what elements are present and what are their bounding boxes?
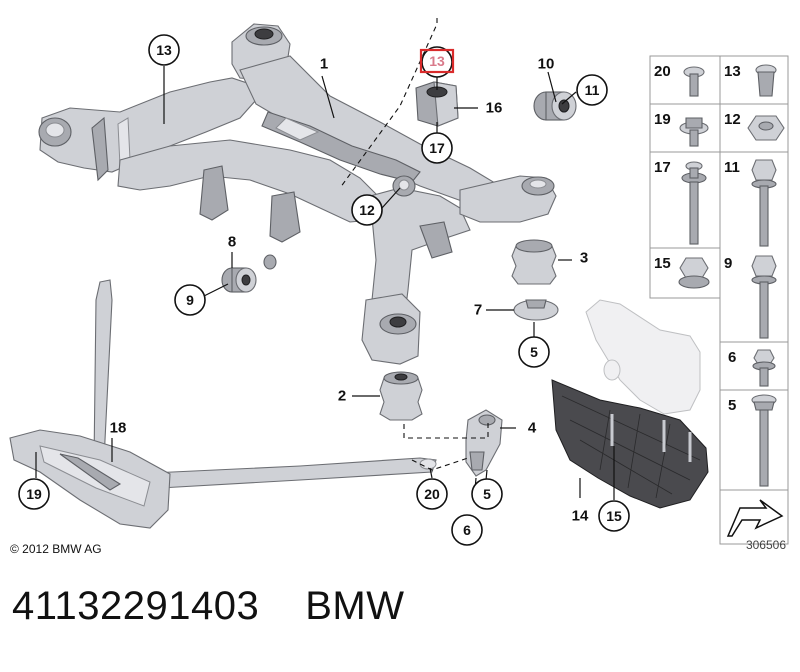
sleeve-nut-icon xyxy=(755,64,777,97)
callout-13-frame: 13 xyxy=(148,34,180,66)
ghost-trailing-arm xyxy=(585,299,701,415)
callout-5-right: 5 xyxy=(518,336,550,368)
svg-text:20: 20 xyxy=(654,63,671,80)
label-18: 18 xyxy=(110,420,127,437)
svg-text:15: 15 xyxy=(606,508,622,524)
hw-cell-9: 9 xyxy=(724,255,777,339)
svg-text:11: 11 xyxy=(724,159,740,176)
bushing-10 xyxy=(533,91,577,121)
hex-bolt-extra-long-icon xyxy=(751,255,777,339)
svg-text:6: 6 xyxy=(463,522,471,538)
reinforcement-plate xyxy=(9,429,171,529)
label-3: 3 xyxy=(580,250,588,267)
label-14: 14 xyxy=(572,508,589,525)
torx-bolt-short-icon xyxy=(683,66,705,97)
hw-cell-5: 5 xyxy=(728,394,777,487)
label-7: 7 xyxy=(474,302,482,319)
callout-5-bottom: 5 xyxy=(471,478,503,510)
svg-text:19: 19 xyxy=(26,486,42,502)
hardware-grid: 20 13 19 12 xyxy=(649,55,789,545)
hw-cell-13: 13 xyxy=(724,63,777,97)
rear-axle-subframe xyxy=(38,23,557,365)
hw-cell-19: 19 xyxy=(654,111,709,147)
callout-20: 20 xyxy=(416,478,448,510)
hw-cell-12: 12 xyxy=(724,111,785,141)
svg-text:19: 19 xyxy=(654,111,671,128)
label-16: 16 xyxy=(486,100,503,117)
brand-name: BMW xyxy=(305,584,405,628)
hex-nut-icon xyxy=(747,115,785,141)
bracket-4 xyxy=(465,409,503,477)
hw-cell-11: 11 xyxy=(724,159,777,247)
flange-bolt-short-icon xyxy=(679,117,709,147)
label-2: 2 xyxy=(338,388,346,405)
hex-bolt-long-icon xyxy=(751,159,777,247)
dashed-guides xyxy=(339,18,489,471)
bushing-8 xyxy=(221,254,277,293)
svg-text:11: 11 xyxy=(585,82,600,98)
callout-6: 6 xyxy=(451,514,483,546)
flange-nut-icon xyxy=(678,257,710,289)
svg-text:9: 9 xyxy=(724,255,732,272)
hw-cell-15: 15 xyxy=(654,255,710,289)
svg-text:12: 12 xyxy=(724,111,741,128)
svg-text:13: 13 xyxy=(724,63,741,80)
hw-cell-20: 20 xyxy=(654,63,705,97)
svg-text:5: 5 xyxy=(728,397,736,414)
svg-text:15: 15 xyxy=(654,255,671,272)
rubber-mount-3 xyxy=(511,239,557,285)
copyright: © 2012 BMW AG xyxy=(10,542,102,556)
part-number-footer: 41132291403 BMW xyxy=(12,584,405,629)
hw-cell-6: 6 xyxy=(728,349,776,387)
callout-9: 9 xyxy=(174,284,206,316)
svg-text:9: 9 xyxy=(186,292,194,308)
callout-17: 17 xyxy=(421,132,453,164)
callout-19: 19 xyxy=(18,478,50,510)
svg-text:13: 13 xyxy=(156,42,172,58)
reference-number: 306506 xyxy=(746,538,786,552)
support-cup-7 xyxy=(513,299,559,321)
svg-text:20: 20 xyxy=(424,486,440,502)
tension-strut-18 xyxy=(93,279,437,489)
callout-12: 12 xyxy=(351,194,383,226)
hw-cell-17: 17 xyxy=(654,159,707,245)
callout-13-highlighted: 13 xyxy=(419,46,455,78)
underbody-shield-14 xyxy=(551,379,709,509)
leader-lines xyxy=(35,66,615,503)
svg-text:5: 5 xyxy=(483,486,491,502)
svg-text:6: 6 xyxy=(728,349,736,366)
svg-text:17: 17 xyxy=(654,159,671,176)
label-8: 8 xyxy=(228,234,236,251)
part-number: 41132291403 xyxy=(12,584,260,628)
label-4: 4 xyxy=(528,420,537,437)
label-10: 10 xyxy=(538,56,555,73)
label-1: 1 xyxy=(320,56,328,73)
diagram-arrow-icon xyxy=(726,499,784,537)
callout-15: 15 xyxy=(598,500,630,532)
callout-11: 11 xyxy=(576,74,608,106)
svg-text:13: 13 xyxy=(429,53,445,69)
rubber-mount-2 xyxy=(379,371,423,421)
flange-bolt-small-icon xyxy=(752,349,776,387)
bushing-16 xyxy=(415,81,459,127)
torx-bolt-long-icon xyxy=(751,394,777,487)
svg-text:12: 12 xyxy=(359,202,375,218)
collar-bolt-long-icon xyxy=(681,161,707,245)
svg-text:5: 5 xyxy=(530,344,538,360)
svg-text:17: 17 xyxy=(429,140,445,156)
